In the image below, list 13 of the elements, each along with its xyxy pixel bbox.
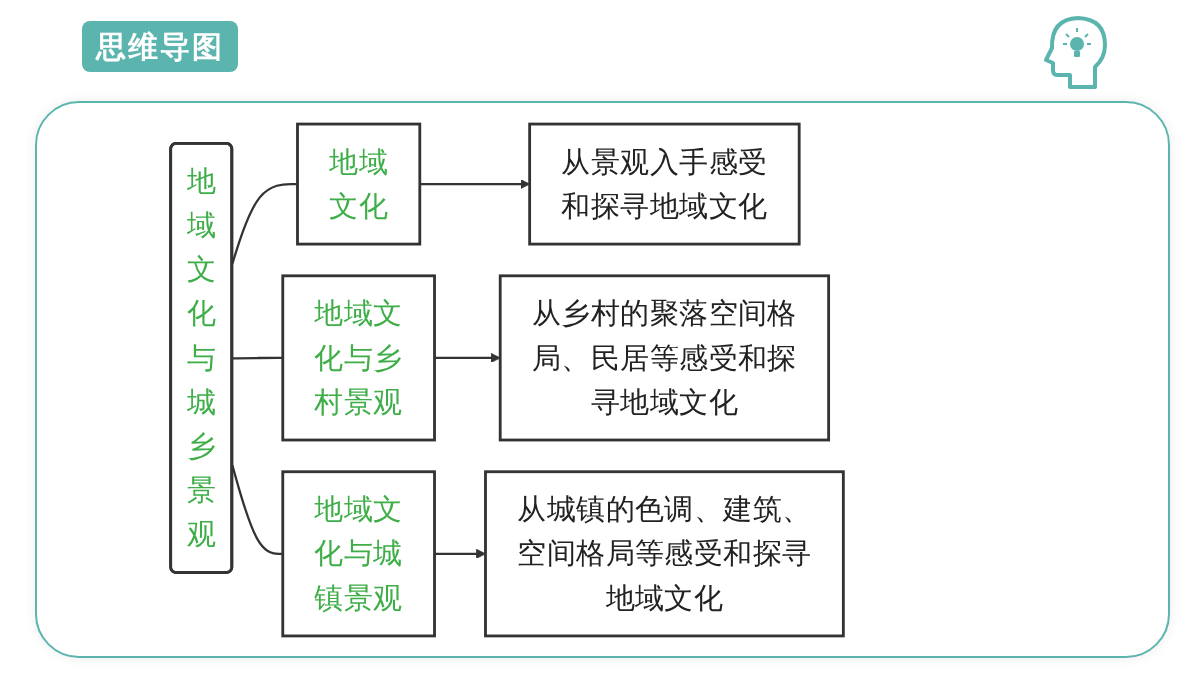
- description-box: 从城镇的色调、建筑、空间格局等感受和探寻地域文化: [484, 470, 845, 638]
- connector-line: [231, 465, 283, 555]
- subtopic-box: 地域文化: [296, 122, 422, 246]
- arrow: [434, 352, 501, 363]
- subtopic-box: 地域文化与城镇景观: [281, 470, 436, 638]
- connector-line: [232, 356, 283, 360]
- title-heading: 思维导图: [82, 21, 238, 72]
- arrow: [434, 548, 486, 559]
- topic-pill: 地域文化与城乡景观: [169, 141, 234, 574]
- subtopic-box: 地域文化与乡村景观: [281, 274, 436, 442]
- connector-line: [231, 182, 298, 264]
- description-box: 从景观入手感受和探寻地域文化: [528, 122, 801, 246]
- description-box: 从乡村的聚落空间格局、民居等感受和探寻地域文化: [498, 274, 831, 442]
